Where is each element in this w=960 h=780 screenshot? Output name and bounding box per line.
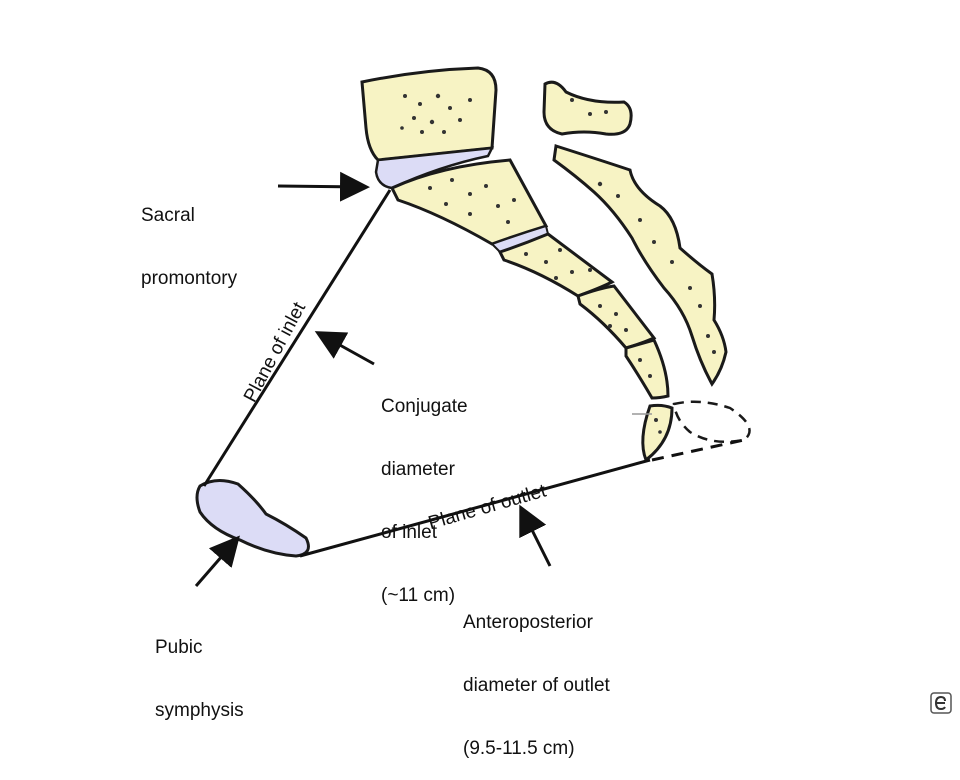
label-line: (~11 cm) xyxy=(381,585,456,606)
label-sacral-promontory: Sacral promontory xyxy=(141,163,237,310)
label-line: diameter of outlet xyxy=(463,675,610,696)
sacral-vertebra-s5 xyxy=(624,338,670,400)
plane-of-outlet-dashed xyxy=(651,438,745,462)
plane-of-inlet-line xyxy=(202,189,392,487)
bone-texture xyxy=(400,93,716,434)
label-line: diameter xyxy=(381,459,455,480)
arrow-sacral-promontory xyxy=(277,171,370,202)
label-line: Pubic xyxy=(155,637,203,658)
coccyx xyxy=(641,403,674,463)
label-line: Sacral xyxy=(141,205,195,226)
pubic-symphysis-shape xyxy=(195,479,310,558)
label-conjugate-diameter: Conjugate diameter of inlet (~11 cm) xyxy=(381,354,468,627)
label-line: symphysis xyxy=(155,700,244,721)
plane-of-outlet-line xyxy=(299,458,651,558)
sacral-vertebra-s4 xyxy=(576,284,657,350)
label-line: Anteroposterior xyxy=(463,612,593,633)
label-line: promontory xyxy=(141,268,238,289)
sacral-vertebra-s1 xyxy=(360,66,498,162)
spinous-process-upper xyxy=(542,80,633,136)
label-ap-diameter: Anteroposterior diameter of outlet (9.5-… xyxy=(463,570,610,780)
pelvic-diameters-diagram xyxy=(194,66,751,587)
arrow-ap-diameter xyxy=(519,504,552,567)
label-line: Conjugate xyxy=(381,396,468,417)
label-line: (9.5-11.5 cm) xyxy=(463,738,575,759)
median-sacral-crest xyxy=(552,144,728,387)
elsevier-e-icon xyxy=(930,692,952,714)
label-pubic-symphysis: Pubic symphysis xyxy=(155,595,244,742)
arrow-conjugate-diameter xyxy=(314,331,375,366)
label-line: of inlet xyxy=(381,522,437,543)
dashed-coccyx-outline xyxy=(672,400,751,443)
arrow-pubic-symphysis xyxy=(194,535,240,587)
